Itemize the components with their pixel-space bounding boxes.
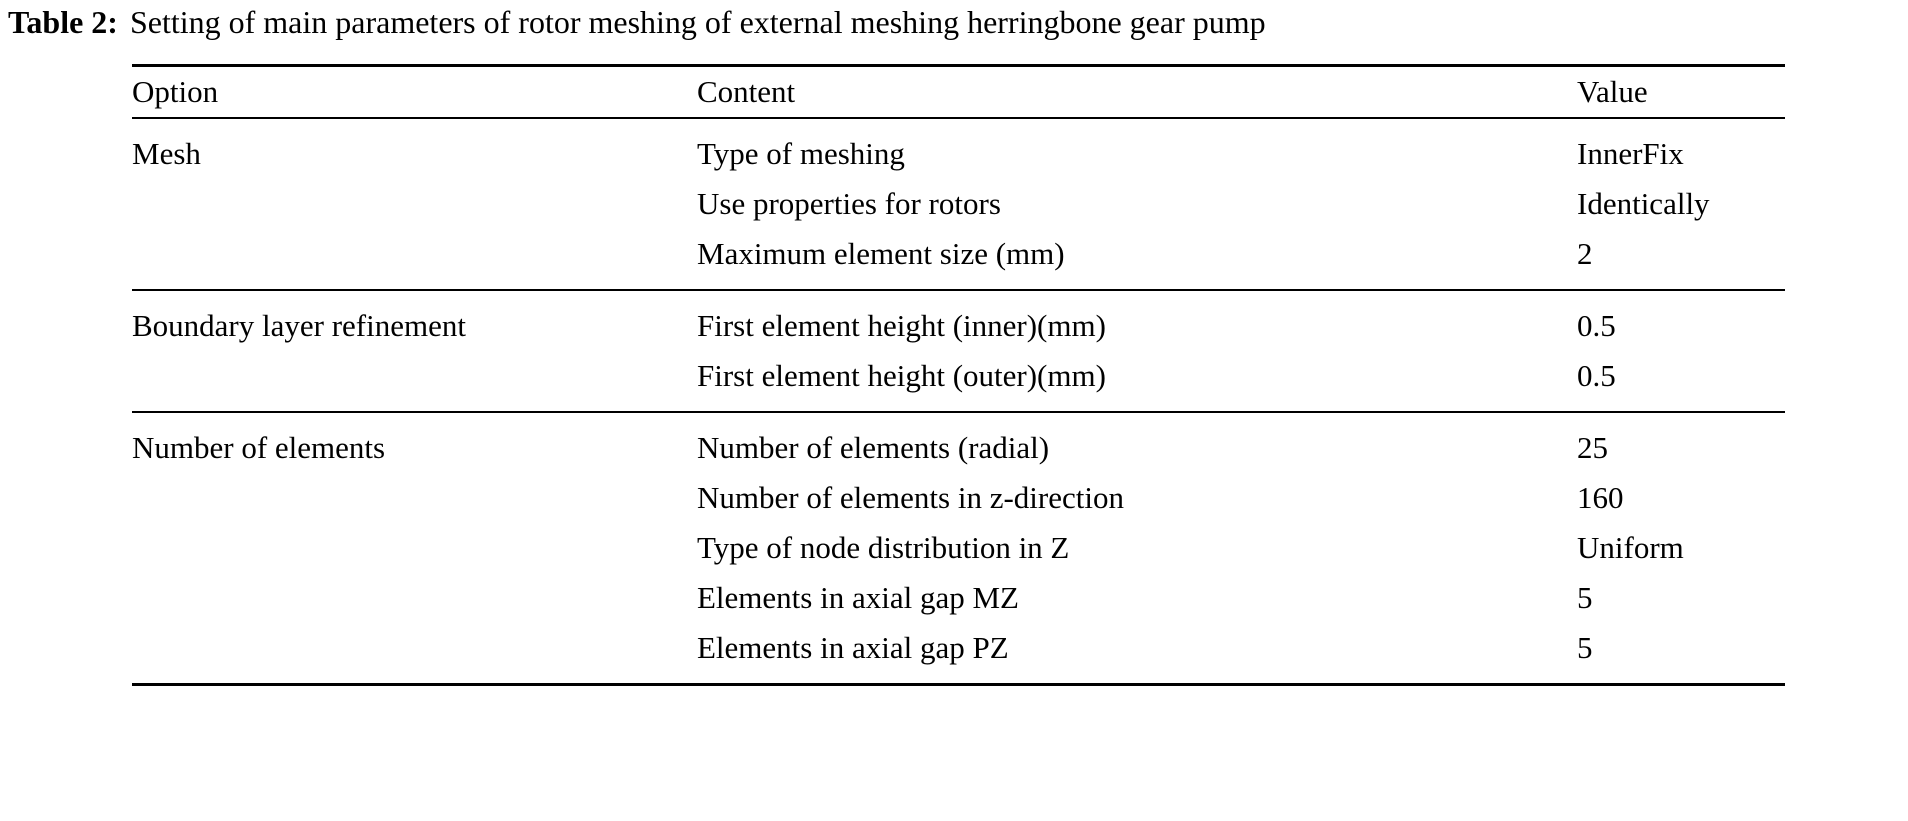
cell-content: Number of elements (radial) (697, 430, 1050, 465)
cell-content: Use properties for rotors (697, 186, 1001, 221)
cell-value: Identically (1577, 186, 1710, 221)
cell-content: Elements in axial gap PZ (697, 630, 1009, 665)
cell-content: Number of elements in z-direction (697, 480, 1124, 515)
caption-label: Table 2: (8, 4, 118, 40)
column-header-option: Option (132, 74, 219, 109)
cell-content: Maximum element size (mm) (697, 236, 1065, 271)
table-row: Number of elements Number of elements (r… (132, 412, 1785, 473)
cell-value: 5 (1577, 630, 1593, 665)
table-row: Boundary layer refinement First element … (132, 290, 1785, 351)
table-container: Option Content Value Mesh Type of meshin… (132, 64, 1785, 686)
cell-value: 160 (1577, 480, 1624, 515)
caption-text: Setting of main parameters of rotor mesh… (129, 4, 1266, 40)
table-group-mesh: Mesh Type of meshing InnerFix Use proper… (132, 118, 1785, 290)
cell-value: 5 (1577, 580, 1593, 615)
cell-value: 0.5 (1577, 308, 1616, 343)
cell-value: 0.5 (1577, 358, 1616, 393)
cell-value: 25 (1577, 430, 1608, 465)
table-caption: Table 2: Setting of main parameters of ro… (8, 2, 1908, 42)
group-label-option: Mesh (132, 136, 201, 171)
header-row: Option Content Value (132, 65, 1785, 119)
group-label-option: Boundary layer refinement (132, 308, 466, 343)
cell-content: Type of node distribution in Z (697, 530, 1070, 565)
table-row: Elements in axial gap MZ 5 (132, 573, 1785, 623)
cell-content: First element height (outer)(mm) (697, 358, 1106, 393)
cell-value: InnerFix (1577, 136, 1684, 171)
table-group-number-of-elements: Number of elements Number of elements (r… (132, 412, 1785, 685)
table-row: First element height (outer)(mm) 0.5 (132, 351, 1785, 412)
group-label-option: Number of elements (132, 430, 386, 465)
table-row: Mesh Type of meshing InnerFix (132, 118, 1785, 179)
column-header-value: Value (1577, 74, 1648, 109)
cell-value: Uniform (1577, 530, 1684, 565)
cell-content: Type of meshing (697, 136, 905, 171)
cell-content: Elements in axial gap MZ (697, 580, 1019, 615)
table-row: Maximum element size (mm) 2 (132, 229, 1785, 290)
table-row: Use properties for rotors Identically (132, 179, 1785, 229)
table-row: Number of elements in z-direction 160 (132, 473, 1785, 523)
table-row: Type of node distribution in Z Uniform (132, 523, 1785, 573)
cell-value: 2 (1577, 236, 1593, 271)
parameters-table: Option Content Value Mesh Type of meshin… (132, 64, 1785, 686)
column-header-content: Content (697, 74, 796, 109)
cell-content: First element height (inner)(mm) (697, 308, 1106, 343)
table-header: Option Content Value (132, 65, 1785, 119)
table-row: Elements in axial gap PZ 5 (132, 623, 1785, 685)
table-group-boundary-layer-refinement: Boundary layer refinement First element … (132, 290, 1785, 412)
